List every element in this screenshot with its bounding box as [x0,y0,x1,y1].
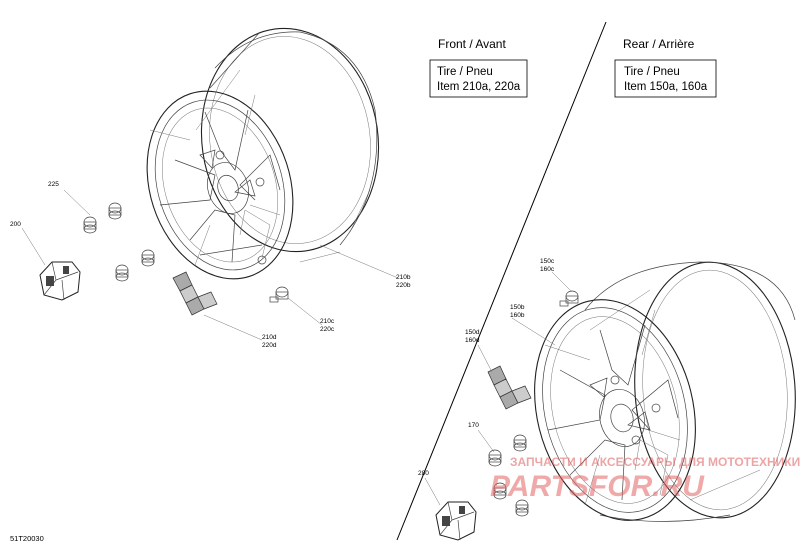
callout-220b: 220b [396,282,411,289]
front-tire-note: Tire / Pneu Item 210a, 220a [429,59,528,98]
callout-210d: 210d [262,334,277,341]
callout-210b: 210b [396,274,411,281]
callout-160c: 160c [540,266,555,273]
rear-leader-lines [424,271,573,506]
callout-150b: 150b [510,304,525,311]
watermark-logo-text: PARTSFOR.RU [490,470,705,503]
callout-220c: 220c [320,326,335,333]
front-hub-cap [39,261,81,301]
watermark-tagline: ЗАПЧАСТИ И АКСЕССУАРЫ ДЛЯ МОТОТЕХНИКИ [510,455,800,469]
section-divider [396,21,607,541]
callout-280: 280 [418,470,429,477]
callout-225: 225 [48,181,59,188]
callout-200: 200 [10,221,21,228]
rear-valve-stem [559,290,579,307]
callout-220d: 220d [262,342,277,349]
rear-note-line2: Item 150a, 160a [624,81,708,93]
front-wheel-drawing [146,27,380,280]
rear-lug-nuts [488,434,529,517]
drawing-id: 51T20030 [10,534,44,543]
front-balance-weights [172,271,218,316]
front-lug-nuts [83,202,155,282]
rear-note-line1: Tire / Pneu [624,66,680,78]
callout-150c: 150c [540,258,555,265]
front-section-title: Front / Avant [438,37,506,51]
front-valve-stem [269,286,289,303]
rear-wheel-drawing [534,261,796,522]
rear-hub-cap [435,501,477,541]
front-leader-lines [21,189,399,341]
callout-160b: 160b [510,312,525,319]
watermark: ЗАПЧАСТИ И АКСЕССУАРЫ ДЛЯ МОТОТЕХНИКИ PA… [490,455,800,503]
callout-170: 170 [468,422,479,429]
callout-160d: 160d [465,337,480,344]
rear-section-title: Rear / Arrière [623,37,695,51]
callout-150d: 150d [465,329,480,336]
front-note-line2: Item 210a, 220a [437,81,521,93]
front-note-line1: Tire / Pneu [437,66,493,78]
rear-tire-note: Tire / Pneu Item 150a, 160a [614,59,717,98]
callout-210c: 210c [320,318,335,325]
rear-balance-weights [487,365,532,410]
